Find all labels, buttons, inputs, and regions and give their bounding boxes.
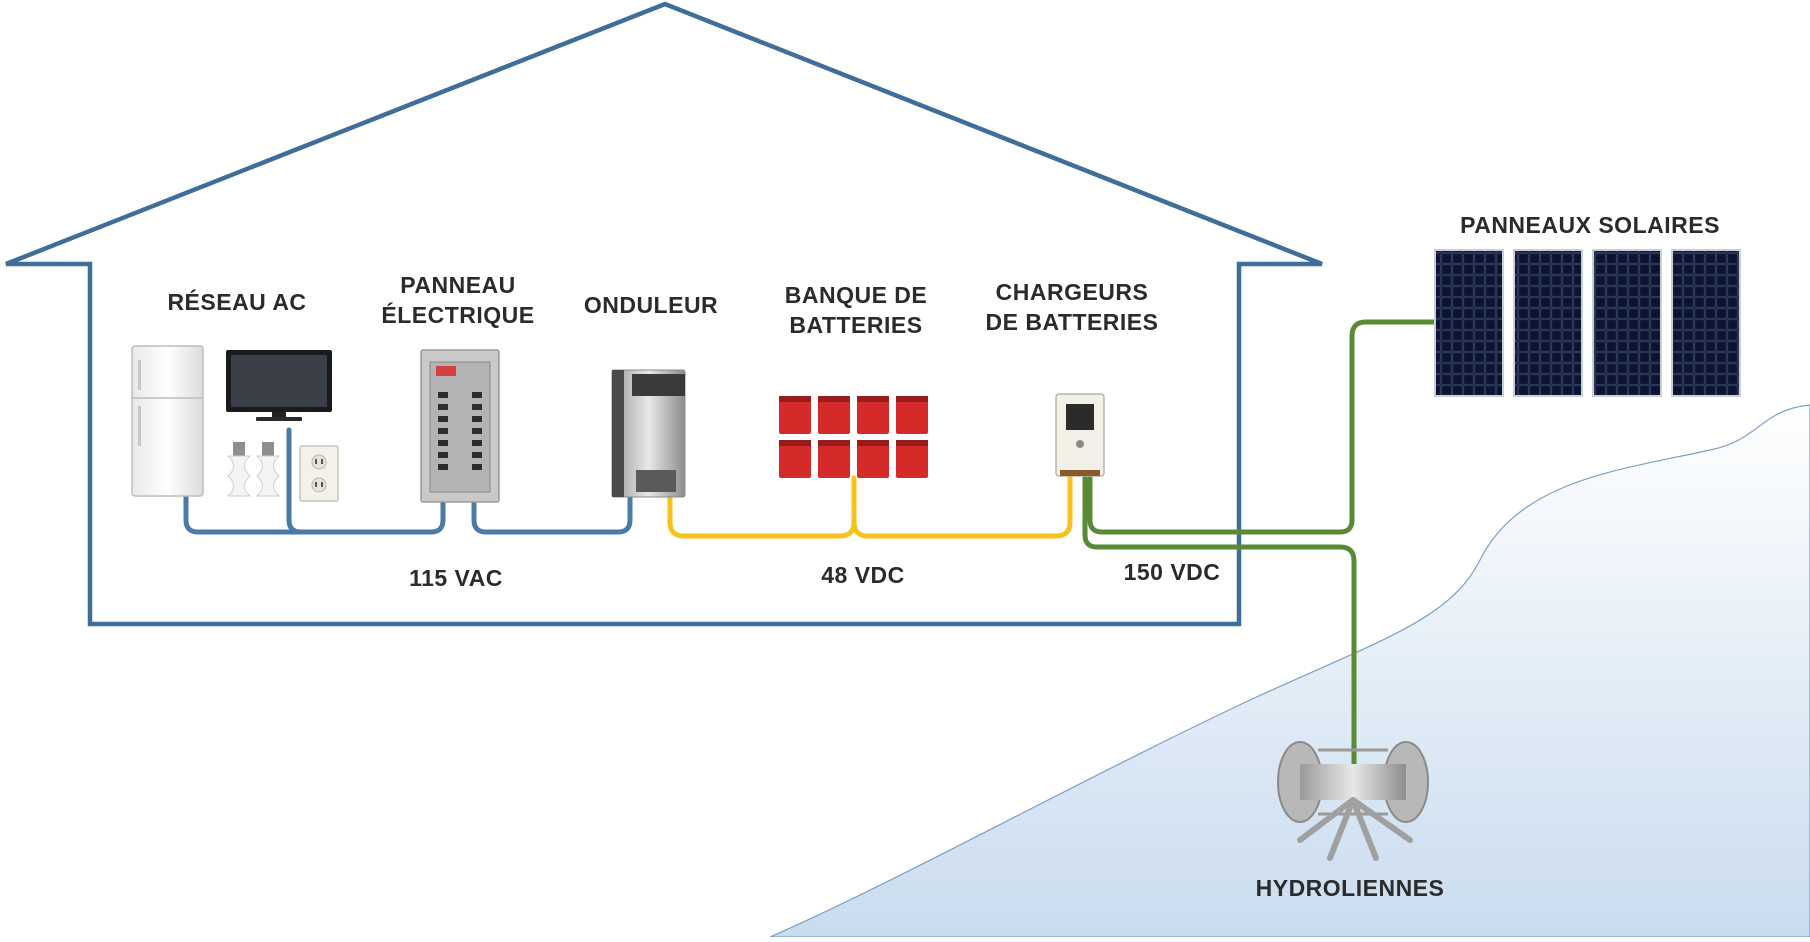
house-outline — [5, 1, 1323, 627]
inverter-label: ONDULEUR — [583, 292, 719, 318]
ac-grid-label: RÉSEAU AC — [167, 289, 307, 315]
refrigerator-icon — [131, 345, 204, 497]
dc-source-wiring — [1082, 319, 1439, 768]
electrical-panel-label: PANNEAU ÉLECTRIQUE — [381, 272, 535, 328]
television-icon — [226, 350, 332, 421]
solar-panels-label: PANNEAUX SOLAIRES — [1460, 212, 1720, 238]
inverter-icon — [611, 369, 686, 498]
battery-icon — [779, 396, 928, 478]
charge-controller-icon — [1055, 393, 1105, 477]
water-area — [769, 404, 1810, 938]
hydro-turbine-icon — [1277, 741, 1429, 861]
voltage-ac-label: 115 VAC — [409, 565, 503, 591]
breaker-panel-icon — [420, 349, 500, 503]
dc-battery-wiring — [667, 475, 1073, 539]
solar-panels — [1434, 249, 1741, 397]
wall-outlet-icon — [299, 445, 339, 502]
voltage-dc-source-label: 150 VDC — [1123, 559, 1221, 585]
battery-chargers-label: CHARGEURS DE BATTERIES — [985, 279, 1159, 335]
hydro-turbines-label: HYDROLIENNES — [1255, 875, 1445, 901]
battery-bank — [779, 396, 928, 478]
voltage-dc-battery-label: 48 VDC — [821, 562, 905, 588]
ac-wiring — [183, 427, 633, 535]
solar-panel-icon — [1434, 249, 1741, 397]
battery-bank-label: BANQUE DE BATTERIES — [784, 282, 928, 338]
light-bulb-icon — [226, 442, 281, 497]
